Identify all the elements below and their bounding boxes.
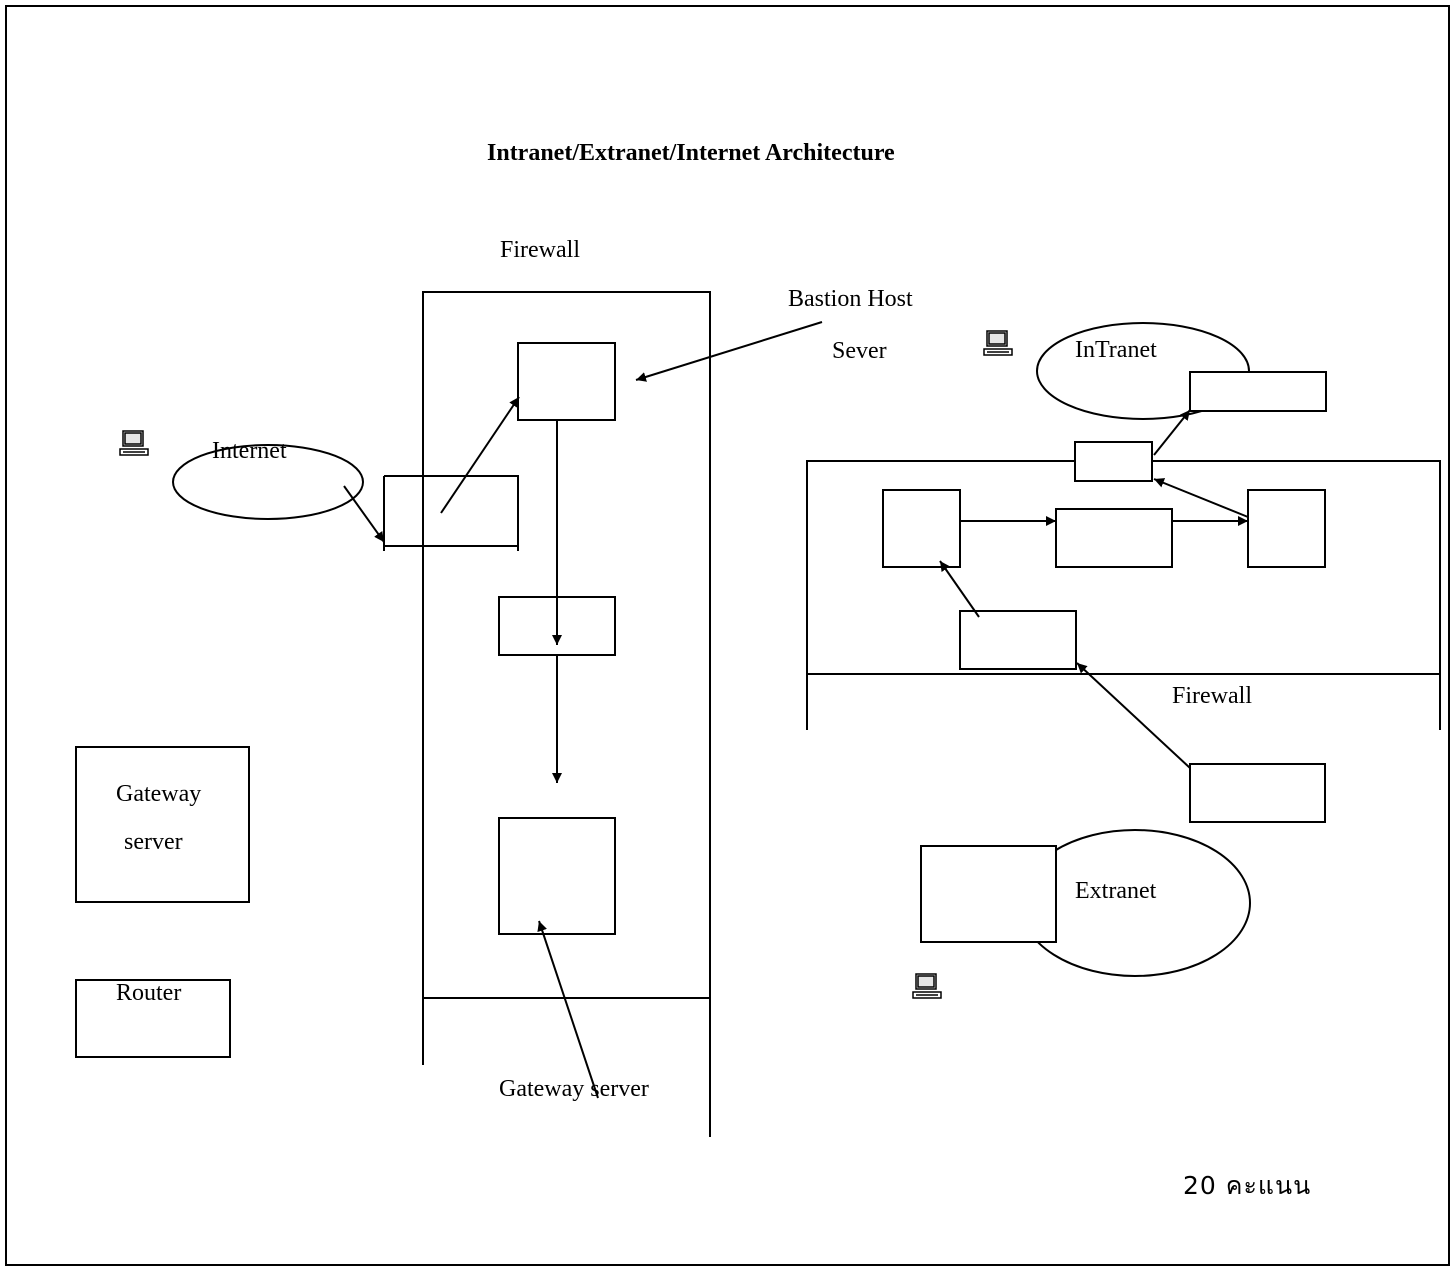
intranet-label: InTranet (1075, 337, 1157, 363)
arrow-lower-to-left (939, 560, 980, 618)
gateway-box-label-line1: Gateway (116, 781, 202, 807)
page-frame (5, 5, 1450, 1266)
internet-ellipse (172, 444, 364, 520)
internet-label: Internet (212, 438, 287, 464)
computer-icon (119, 430, 149, 456)
inner-middle-box (1055, 508, 1173, 568)
router-box (75, 979, 231, 1058)
gateway-server-bottom-label: Gateway server (499, 1076, 649, 1102)
computer-icon (983, 330, 1013, 356)
bastion-host-label: Bastion Host (788, 286, 913, 312)
firewall-gate-box (1074, 441, 1153, 482)
inner-lower-box (959, 610, 1077, 670)
gateway-box-label-line2: server (124, 829, 183, 855)
inner-left-box (882, 489, 961, 568)
arrow-right-to-gate (1153, 478, 1249, 518)
router-label: Router (116, 980, 182, 1006)
diagram-title: Intranet/Extranet/Internet Architecture (487, 140, 895, 166)
entry-box (383, 475, 519, 551)
score-label: 20 คะแนน (1183, 1171, 1312, 1200)
firewall-top-label: Firewall (500, 237, 580, 263)
arrow-bastion-label (635, 321, 823, 382)
inner-right-box (1247, 489, 1326, 568)
firewall-right-label: Firewall (1172, 683, 1252, 709)
extranet-entry-box (1189, 763, 1326, 823)
gateway-server-box (75, 746, 250, 903)
right-firewall-outline (806, 460, 1441, 730)
arrow-entry-to-bastion (440, 396, 520, 514)
arrow-internet-to-entry (343, 485, 385, 543)
bastion-host-box (517, 342, 616, 421)
arrow-gate-to-intranet-box (1153, 409, 1191, 456)
firewall-lower-box (498, 817, 616, 935)
extranet-box (920, 845, 1057, 943)
sever-label: Sever (832, 338, 887, 364)
intranet-box (1189, 371, 1327, 412)
firewall-column-outline (422, 291, 711, 1137)
arrow-gateway-to-lower-box (537, 920, 599, 1099)
computer-icon (912, 973, 942, 999)
extranet-label: Extranet (1075, 878, 1157, 904)
arrow-bottom-to-lower (1076, 662, 1191, 769)
